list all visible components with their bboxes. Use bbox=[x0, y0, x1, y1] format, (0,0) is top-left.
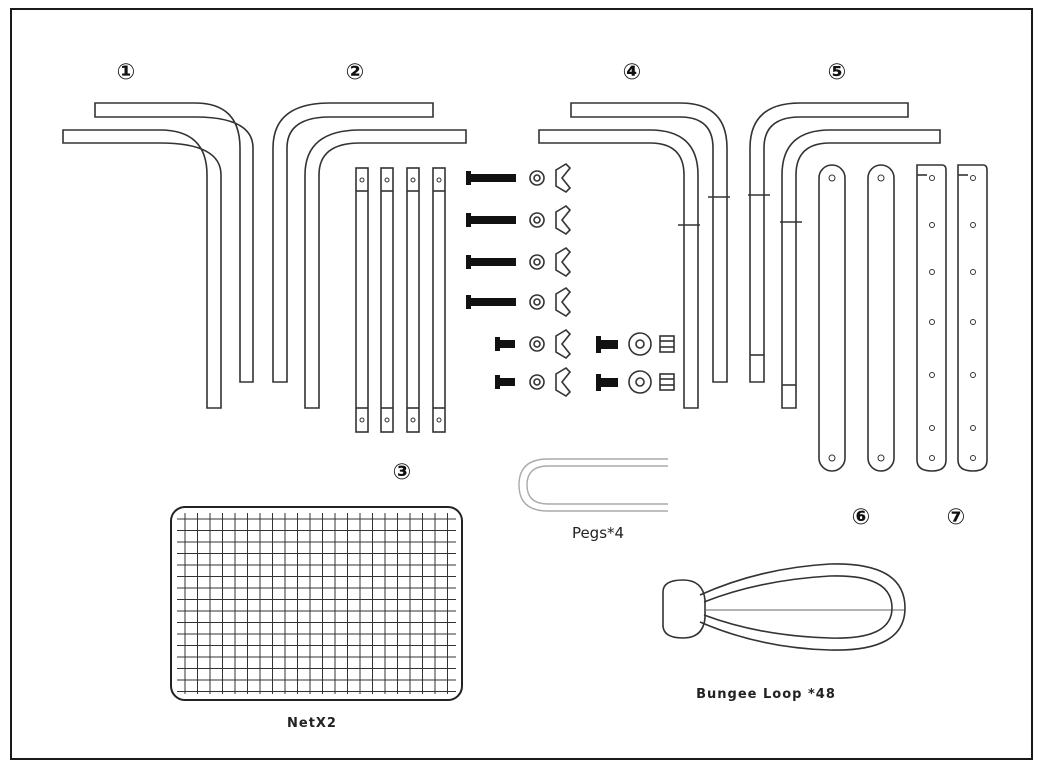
part-4-frame-tubes bbox=[538, 102, 730, 409]
part-number-6: ⑥ bbox=[852, 505, 871, 530]
net-illustration bbox=[170, 506, 463, 701]
part-6-slats bbox=[818, 164, 895, 472]
part-1-frame-tubes bbox=[62, 102, 254, 409]
bungee-loop-illustration bbox=[662, 563, 906, 651]
part-number-2: ② bbox=[346, 60, 365, 85]
part-2-frame-tubes bbox=[272, 102, 467, 409]
bungee-caption: Bungee Loop *48 bbox=[696, 687, 836, 702]
net-caption: NetX2 bbox=[287, 716, 337, 731]
part-7-perforated-slats bbox=[916, 164, 988, 472]
hardware-hex-bolt-sets bbox=[596, 332, 675, 394]
pegs-caption: Pegs*4 bbox=[572, 524, 624, 542]
part-5-frame-tubes bbox=[748, 102, 941, 409]
part-number-3: ③ bbox=[393, 460, 412, 485]
long-bolt-4 bbox=[466, 286, 572, 318]
part-number-7: ⑦ bbox=[947, 505, 966, 530]
long-bolt-3 bbox=[466, 246, 572, 278]
long-bolt-2 bbox=[466, 204, 572, 236]
part-number-5: ⑤ bbox=[828, 60, 847, 85]
part-number-1: ① bbox=[117, 60, 136, 85]
part-3-bars bbox=[355, 167, 446, 433]
peg-illustration bbox=[518, 458, 668, 512]
hardware-short-bolts bbox=[495, 328, 572, 398]
part-number-4: ④ bbox=[623, 60, 642, 85]
long-bolt-1 bbox=[466, 162, 572, 194]
hardware-long-bolts bbox=[466, 162, 572, 318]
